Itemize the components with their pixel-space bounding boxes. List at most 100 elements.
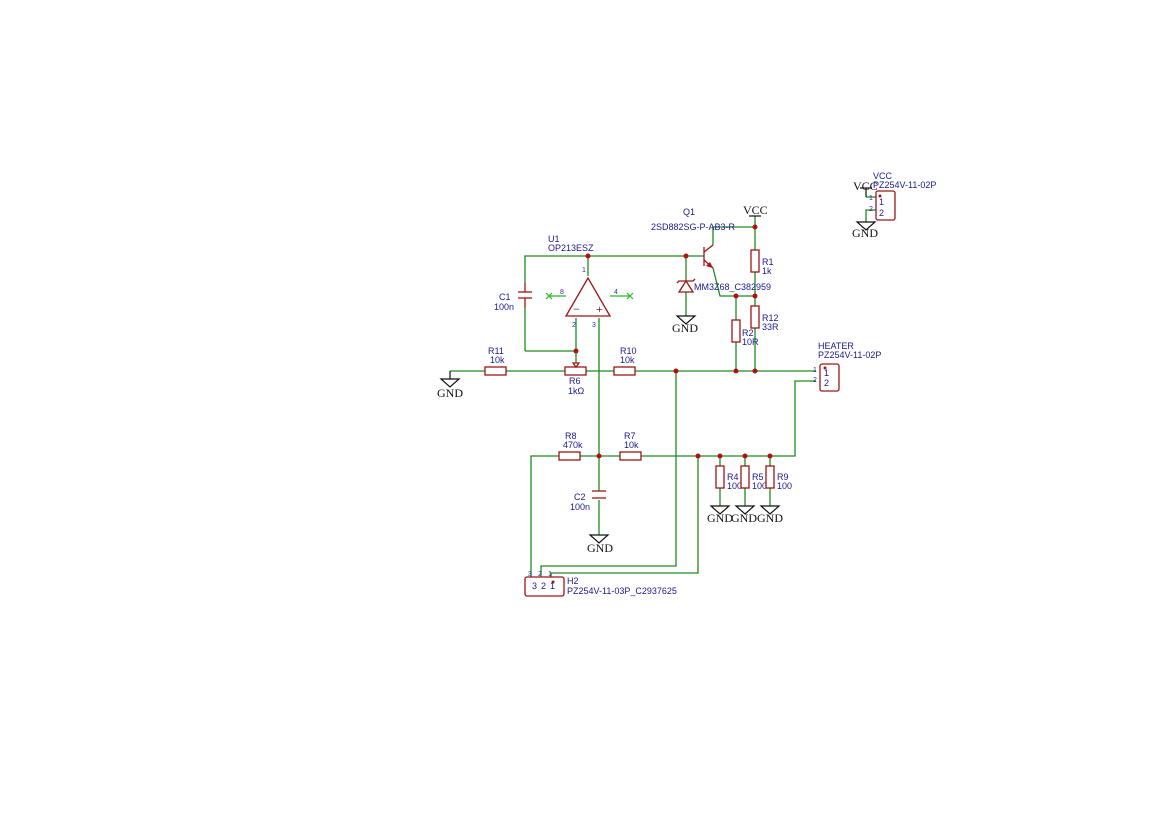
r8-ref: R8 xyxy=(565,431,577,441)
gnd-label: GND xyxy=(757,511,783,525)
opamp-u1[interactable]: − + 1 8 4 2 3 U1 OP213ESZ xyxy=(545,234,634,329)
r10-ref: R10 xyxy=(620,346,637,356)
pin-number-3: 3 xyxy=(592,322,596,329)
r9-value: 100 xyxy=(777,481,792,491)
gnd-label: GND xyxy=(731,511,757,525)
opamp-triangle xyxy=(564,276,612,317)
junction xyxy=(717,453,723,459)
resistor-r4[interactable]: R4 100 xyxy=(715,465,742,491)
h2-value: PZ254V-11-03P_C2937625 xyxy=(567,586,677,596)
connector-h2[interactable]: 3 2 1 3 2 1 H2 PZ254V-11-03P_C2937625 xyxy=(524,571,677,597)
capacitor-c1[interactable]: C1 100n xyxy=(494,283,532,312)
pin-number-1: 1 xyxy=(813,367,817,374)
resistor-r11[interactable]: R11 10k xyxy=(484,346,507,376)
r6-value: 1kΩ xyxy=(568,386,585,396)
wiper-arrow-icon xyxy=(571,362,581,369)
r4-value: 100 xyxy=(727,481,742,491)
c2-ref: C2 xyxy=(574,492,586,502)
resistor-r7[interactable]: R7 10k xyxy=(619,431,642,461)
resistor-body xyxy=(750,249,760,273)
opamp-plus-sign: + xyxy=(596,302,603,316)
r6-ref: R6 xyxy=(569,376,581,386)
power-gnd-r11: GND xyxy=(437,371,463,400)
pin-1-marker xyxy=(551,580,555,584)
connector-vcc[interactable]: 1 2 1 2 VCC PZ254V-11-02P xyxy=(869,171,936,221)
connector-pin-label-1: 1 xyxy=(879,197,884,207)
ground-icon xyxy=(439,378,461,388)
connector-pin-label-3: 3 xyxy=(532,581,537,591)
transistor-q1[interactable]: Q1 2SD882SG-P-AB3-R xyxy=(651,207,736,269)
r7-value: 10k xyxy=(624,440,639,450)
junction xyxy=(695,453,701,459)
resistor-r9[interactable]: R9 100 xyxy=(765,465,792,491)
r2-value: 10R xyxy=(742,337,759,347)
q1-value: 2SD882SG-P-AB3-R xyxy=(651,222,736,232)
c1-value: 100n xyxy=(494,302,514,312)
power-gnd-r9: GND xyxy=(757,505,783,525)
wire-heater-return xyxy=(770,380,816,457)
pin-1-marker xyxy=(878,194,882,198)
junction xyxy=(573,348,579,354)
r2-ref: R2 xyxy=(742,328,754,338)
r10-value: 10k xyxy=(620,355,635,365)
junction xyxy=(683,253,689,259)
resistor-r1[interactable]: R1 1k xyxy=(750,249,774,276)
d1-value: MM3Z68_C382959 xyxy=(694,282,771,292)
gnd-label: GND xyxy=(587,541,613,555)
vcc-conn-ref: VCC xyxy=(873,171,893,181)
h2-ref: H2 xyxy=(567,576,579,586)
diode-d1[interactable]: MM3Z68_C382959 xyxy=(676,278,771,293)
connector-pin-label-1: 1 xyxy=(550,581,555,591)
resistor-body xyxy=(740,465,750,489)
power-gnd-vcc-conn: GND xyxy=(852,221,878,240)
opamp-minus-sign: − xyxy=(573,302,580,316)
junction xyxy=(767,453,773,459)
connector-pin-label-2: 2 xyxy=(824,378,829,388)
resistor-r5[interactable]: R5 100 xyxy=(740,465,767,491)
r12-ref: R12 xyxy=(762,313,779,323)
resistor-body xyxy=(765,465,775,489)
power-gnd-r5: GND xyxy=(731,505,757,525)
gnd-label: GND xyxy=(852,226,878,240)
u1-ref: U1 xyxy=(548,234,560,244)
resistor-body xyxy=(484,366,507,376)
vcc-label: VCC xyxy=(853,179,878,193)
resistor-body xyxy=(558,451,581,461)
junction xyxy=(752,368,758,374)
pin-1-marker xyxy=(823,366,827,370)
pin-number-2: 2 xyxy=(538,571,542,578)
r9-ref: R9 xyxy=(777,472,789,482)
r8-value: 470k xyxy=(563,440,583,450)
vcc-conn-value: PZ254V-11-02P xyxy=(873,180,936,190)
capacitor-c2[interactable]: C2 100n xyxy=(570,490,606,512)
emitter-arrow-icon xyxy=(706,262,713,268)
power-vcc-conn: VCC xyxy=(853,179,878,193)
resistor-r10[interactable]: R10 10k xyxy=(613,346,637,376)
resistor-body xyxy=(613,366,636,376)
connector-pin-label-1: 1 xyxy=(824,368,829,378)
r5-value: 100 xyxy=(752,481,767,491)
potentiometer-r6[interactable]: R6 1kΩ xyxy=(564,362,587,396)
junctions xyxy=(573,224,773,459)
ground-icon xyxy=(588,534,610,544)
junction xyxy=(733,293,739,299)
wire-h2-pin1 xyxy=(550,456,699,578)
junction xyxy=(752,224,758,230)
r12-value: 33R xyxy=(762,322,779,332)
connector-heater[interactable]: 1 2 1 2 HEATER PZ254V-11-02P xyxy=(813,341,881,392)
resistor-r8[interactable]: R8 470k xyxy=(558,431,583,461)
resistor-r2[interactable]: R2 10R xyxy=(731,319,759,347)
connector-body xyxy=(819,363,840,392)
wire-vccconn-pin2 xyxy=(865,209,876,222)
ground-icon xyxy=(734,505,756,515)
wire-h2-pin3-r8 xyxy=(530,455,559,578)
power-gnd-r4: GND xyxy=(707,505,733,525)
resistor-body xyxy=(564,366,587,376)
resistor-r12[interactable]: R12 33R xyxy=(750,305,779,332)
u1-value: OP213ESZ xyxy=(548,243,594,253)
gnd-label: GND xyxy=(672,321,698,335)
connector-pin-label-2: 2 xyxy=(541,581,546,591)
no-connect-icon xyxy=(545,292,553,300)
ground-icon xyxy=(675,315,697,325)
resistor-body xyxy=(715,465,725,489)
